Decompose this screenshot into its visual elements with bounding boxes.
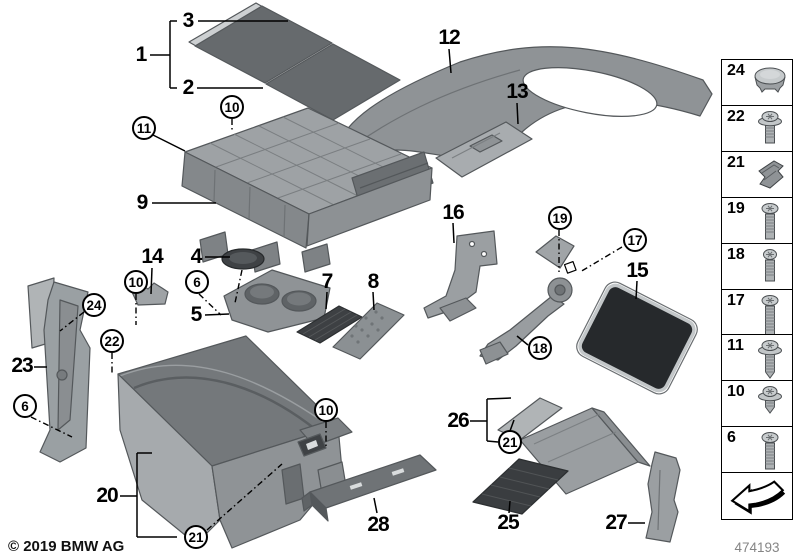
- callout-19-16[interactable]: 19: [548, 206, 572, 230]
- part-4-cover: [221, 248, 265, 270]
- legend-item-label: 17: [727, 291, 745, 309]
- callout-10-10[interactable]: 10: [124, 270, 148, 294]
- part-9-carrier: [181, 107, 434, 273]
- part-20-console-body: [117, 335, 353, 549]
- legend-item-label: 24: [727, 62, 745, 79]
- part-15-display: [576, 281, 698, 395]
- part-16-bracket: [423, 230, 498, 322]
- callout-27-30[interactable]: 27: [605, 511, 627, 534]
- part-3-2-inlay-mats: [188, 2, 401, 121]
- copyright: © 2019 BMW AG: [8, 538, 125, 555]
- callout-16-15[interactable]: 16: [442, 201, 464, 224]
- callout-15-18[interactable]: 15: [626, 259, 648, 282]
- part-8-textured-mat: [332, 302, 405, 360]
- callout-10-7[interactable]: 10: [220, 95, 244, 119]
- callout-8-14[interactable]: 8: [367, 270, 380, 293]
- legend-item-label: 11: [727, 337, 744, 355]
- callout-11-6[interactable]: 11: [132, 116, 156, 140]
- callout-10-24[interactable]: 10: [314, 398, 338, 422]
- callout-24-21[interactable]: 24: [82, 293, 106, 317]
- callout-28-31[interactable]: 28: [367, 513, 389, 536]
- part-27-side-trim: [645, 451, 681, 543]
- callout-21-28[interactable]: 21: [498, 430, 522, 454]
- legend-item-19[interactable]: 19: [721, 196, 793, 245]
- callout-6-23[interactable]: 6: [13, 394, 37, 418]
- callout-22-22[interactable]: 22: [100, 329, 124, 353]
- callout-23-20[interactable]: 23: [11, 354, 33, 377]
- callout-6-11[interactable]: 6: [185, 270, 209, 294]
- legend-item-21[interactable]: 21: [721, 150, 793, 199]
- callout-17-17[interactable]: 17: [623, 228, 647, 252]
- callout-1-1[interactable]: 1: [135, 43, 148, 66]
- legend-item-label: 19: [727, 199, 745, 217]
- fastener-legend: 24 22 21 19 18 17 11 10 6: [721, 59, 793, 520]
- callout-26-27[interactable]: 26: [447, 409, 469, 432]
- legend-item-11[interactable]: 11: [721, 334, 793, 382]
- part-5-cupholder-insert: [223, 269, 331, 333]
- legend-item-label: 18: [727, 245, 745, 263]
- legend-item-24[interactable]: 24: [721, 59, 793, 107]
- callout-7-13[interactable]: 7: [321, 270, 334, 293]
- part-13-bracket-plate: [435, 121, 533, 178]
- legend-item-label: 6: [727, 429, 736, 447]
- legend-item-10[interactable]: 10: [721, 380, 793, 428]
- part-28-trim-strip: [301, 454, 437, 522]
- callout-25-29[interactable]: 25: [497, 511, 519, 534]
- part-25-ribbed-mat: [472, 458, 569, 515]
- part-19-hinge: [479, 235, 577, 365]
- diagram-number: 474193: [734, 540, 780, 555]
- leader-lines-dashed: [30, 119, 623, 531]
- legend-item-18[interactable]: 18: [721, 242, 793, 291]
- callout-9-5[interactable]: 9: [136, 191, 149, 214]
- callout-3-0[interactable]: 3: [182, 9, 195, 32]
- callout-18-19[interactable]: 18: [528, 336, 552, 360]
- callout-4-9[interactable]: 4: [190, 245, 203, 268]
- legend-item-17[interactable]: 17: [721, 288, 793, 337]
- continuation-arrow-box[interactable]: [721, 472, 793, 520]
- legend-item-label: 10: [727, 383, 745, 401]
- legend-item-6[interactable]: 6: [721, 426, 793, 474]
- legend-item-label: 22: [727, 107, 745, 125]
- legend-item-22[interactable]: 22: [721, 104, 793, 153]
- callout-12-3[interactable]: 12: [438, 26, 460, 49]
- part-23-side-trim: [27, 277, 91, 463]
- callout-2-2[interactable]: 2: [182, 76, 195, 99]
- leader-lines: [34, 20, 645, 538]
- legend-item-label: 21: [727, 153, 745, 171]
- callout-20-25[interactable]: 20: [96, 484, 118, 507]
- part-7-rubber-mat: [296, 305, 363, 344]
- callout-13-4[interactable]: 13: [506, 80, 528, 103]
- callout-5-12[interactable]: 5: [190, 303, 203, 326]
- callout-21-26[interactable]: 21: [184, 525, 208, 549]
- callout-14-8[interactable]: 14: [141, 245, 163, 268]
